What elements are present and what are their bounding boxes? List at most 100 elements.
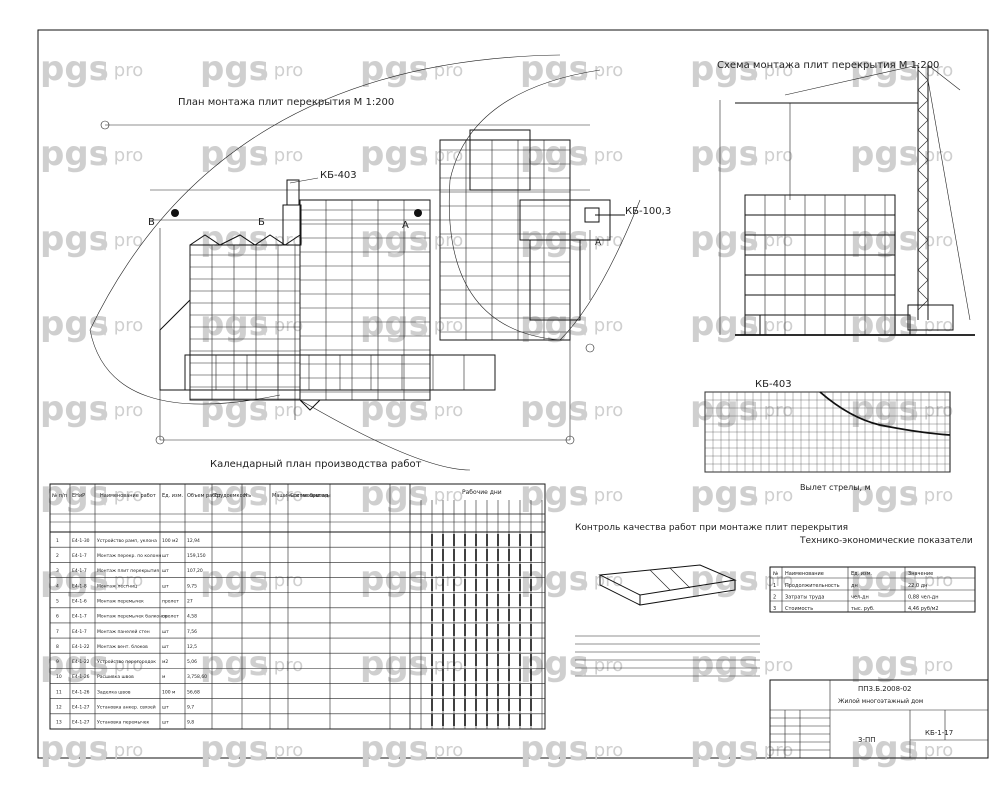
tep-cell: 22,0 дн bbox=[908, 583, 927, 589]
schedule-cell: 5 bbox=[56, 598, 59, 604]
watermark-text: pgs bbox=[40, 389, 109, 429]
schedule-cell: 12,5 bbox=[187, 644, 197, 650]
schedule-cell: шт bbox=[162, 569, 169, 574]
schedule-cell: м2 bbox=[162, 659, 168, 665]
stamp-code: ППЗ.Б.2008-02 bbox=[858, 685, 912, 693]
watermark-text: pgs bbox=[200, 389, 269, 429]
watermark-text: pgs bbox=[360, 644, 429, 684]
watermark-suffix: | pro bbox=[912, 145, 953, 166]
watermark-suffix: | pro bbox=[752, 145, 793, 166]
watermark-text: pgs bbox=[520, 474, 589, 514]
watermark-text: pgs bbox=[690, 474, 759, 514]
schedule-cell: 5,06 bbox=[187, 659, 197, 665]
schedule-cell: 100 м2 bbox=[162, 538, 178, 544]
schedule-cell: Е4-1-30 bbox=[72, 538, 90, 544]
watermark-text: pgs bbox=[850, 219, 919, 259]
watermark-text: pgs bbox=[520, 219, 589, 259]
watermark-suffix: | pro bbox=[102, 740, 143, 761]
schedule-cell: 100 м bbox=[162, 689, 175, 695]
schedule-cell: Е4-1-22 bbox=[72, 659, 90, 665]
watermark-text: pgs bbox=[850, 559, 919, 599]
schedule-cell: Монтаж перемычек балконов bbox=[97, 614, 168, 620]
schedule-cell: Е4-1-7 bbox=[72, 568, 87, 574]
schedule-cell: 56,68 bbox=[187, 689, 200, 695]
schedule-cell: Установка перемычек bbox=[97, 720, 150, 726]
axis-label-a-vert: А bbox=[595, 238, 602, 248]
schedule-cell: 27 bbox=[187, 598, 193, 604]
watermark-suffix: | pro bbox=[262, 655, 303, 676]
schedule-header-cell: Трудоемкость bbox=[213, 493, 251, 499]
schedule-cell: Монтаж перекр. по колонн bbox=[97, 553, 161, 559]
schedule-days-header: Рабочие дни bbox=[462, 489, 502, 496]
watermark-suffix: | pro bbox=[912, 485, 953, 506]
watermark-text: pgs bbox=[690, 389, 759, 429]
watermark-text: pgs bbox=[200, 134, 269, 174]
schedule-cell: 10 bbox=[56, 674, 62, 680]
schedule-header-cell: Состав бригад bbox=[290, 493, 329, 499]
tep-cell: дн bbox=[851, 583, 858, 589]
axis-label-a: А bbox=[402, 220, 409, 231]
schedule-cell: 13 bbox=[56, 720, 62, 726]
stamp-sheet-no: КБ-1-17 bbox=[925, 729, 953, 737]
watermark-suffix: | pro bbox=[102, 485, 143, 506]
watermark-suffix: | pro bbox=[262, 400, 303, 421]
watermark-text: pgs bbox=[360, 219, 429, 259]
watermark-suffix: | pro bbox=[102, 655, 143, 676]
schedule-cell: 3,758,60 bbox=[187, 674, 207, 680]
watermark-text: pgs bbox=[40, 304, 109, 344]
capacity-curve bbox=[819, 391, 951, 436]
schedule-cell: шт bbox=[162, 721, 169, 726]
schedule-cell: 12,94 bbox=[187, 538, 200, 544]
tep-header-cell: Ед. изм. bbox=[851, 571, 872, 577]
watermark-text: pgs bbox=[850, 134, 919, 174]
watermark-text: pgs bbox=[40, 219, 109, 259]
watermark-text: pgs bbox=[850, 474, 919, 514]
watermark-suffix: | pro bbox=[912, 315, 953, 336]
watermark-text: pgs bbox=[360, 389, 429, 429]
plan-drawing: План монтажа плит перекрытия М 1:200 bbox=[89, 54, 671, 471]
watermark-text: pgs bbox=[850, 49, 919, 89]
watermark-text: pgs bbox=[520, 389, 589, 429]
schedule-header-cell: Машины и механизмы bbox=[272, 493, 331, 499]
crane-chart: КБ-403 Вылет стрелы, м bbox=[704, 379, 951, 492]
watermark-suffix: | pro bbox=[422, 400, 463, 421]
schedule-cell: 7 bbox=[56, 629, 59, 635]
watermark-suffix: | pro bbox=[582, 400, 623, 421]
schedule-cell: 9,8 bbox=[187, 720, 194, 726]
tep-cell: 0,88 чел-дн bbox=[908, 595, 938, 601]
watermark-suffix: | pro bbox=[752, 400, 793, 421]
watermark-suffix: | pro bbox=[422, 60, 463, 81]
watermark-suffix: | pro bbox=[262, 740, 303, 761]
schedule-cell: 159,150 bbox=[187, 553, 206, 559]
watermark-text: pgs bbox=[850, 304, 919, 344]
schedule-cell: Е4-1-7 bbox=[72, 629, 87, 635]
watermark-suffix: | pro bbox=[262, 485, 303, 506]
watermark-suffix: | pro bbox=[422, 740, 463, 761]
schedule-cell: 4 bbox=[56, 583, 59, 589]
watermark-text: pgs bbox=[690, 729, 759, 769]
schedule-cell: шт bbox=[162, 706, 169, 711]
schedule-cell: шт bbox=[162, 645, 169, 650]
watermark-suffix: | pro bbox=[102, 60, 143, 81]
schedule-cell: Монтаж лестниц bbox=[97, 583, 137, 589]
watermark-text: pgs bbox=[850, 389, 919, 429]
crane-chart-title: КБ-403 bbox=[755, 379, 792, 390]
watermark-text: pgs bbox=[690, 644, 759, 684]
schedule-cell: 8 bbox=[56, 644, 59, 650]
watermark-text: pgs bbox=[520, 134, 589, 174]
watermark-text: pgs bbox=[360, 134, 429, 174]
schedule-header-cell: К bbox=[244, 493, 248, 499]
schedule-cell: Е4-1-26 bbox=[72, 674, 90, 680]
watermark-text: pgs bbox=[40, 474, 109, 514]
tep-header-cell: № bbox=[773, 571, 779, 577]
stamp-sheet: 3-ПП bbox=[858, 736, 876, 744]
watermark-suffix: | pro bbox=[582, 485, 623, 506]
schedule-cell: 9,75 bbox=[187, 583, 197, 589]
schedule-cell: 2 bbox=[56, 553, 59, 559]
tep-cell: чел-дн bbox=[851, 595, 869, 601]
schedule-cell: Е4-1-7 bbox=[72, 553, 87, 559]
schedule-cell: Монтаж панелей стен bbox=[97, 628, 150, 635]
schedule-cell: 4,58 bbox=[187, 614, 197, 620]
crane-label-kb1003: КБ-100,3 bbox=[625, 206, 671, 217]
